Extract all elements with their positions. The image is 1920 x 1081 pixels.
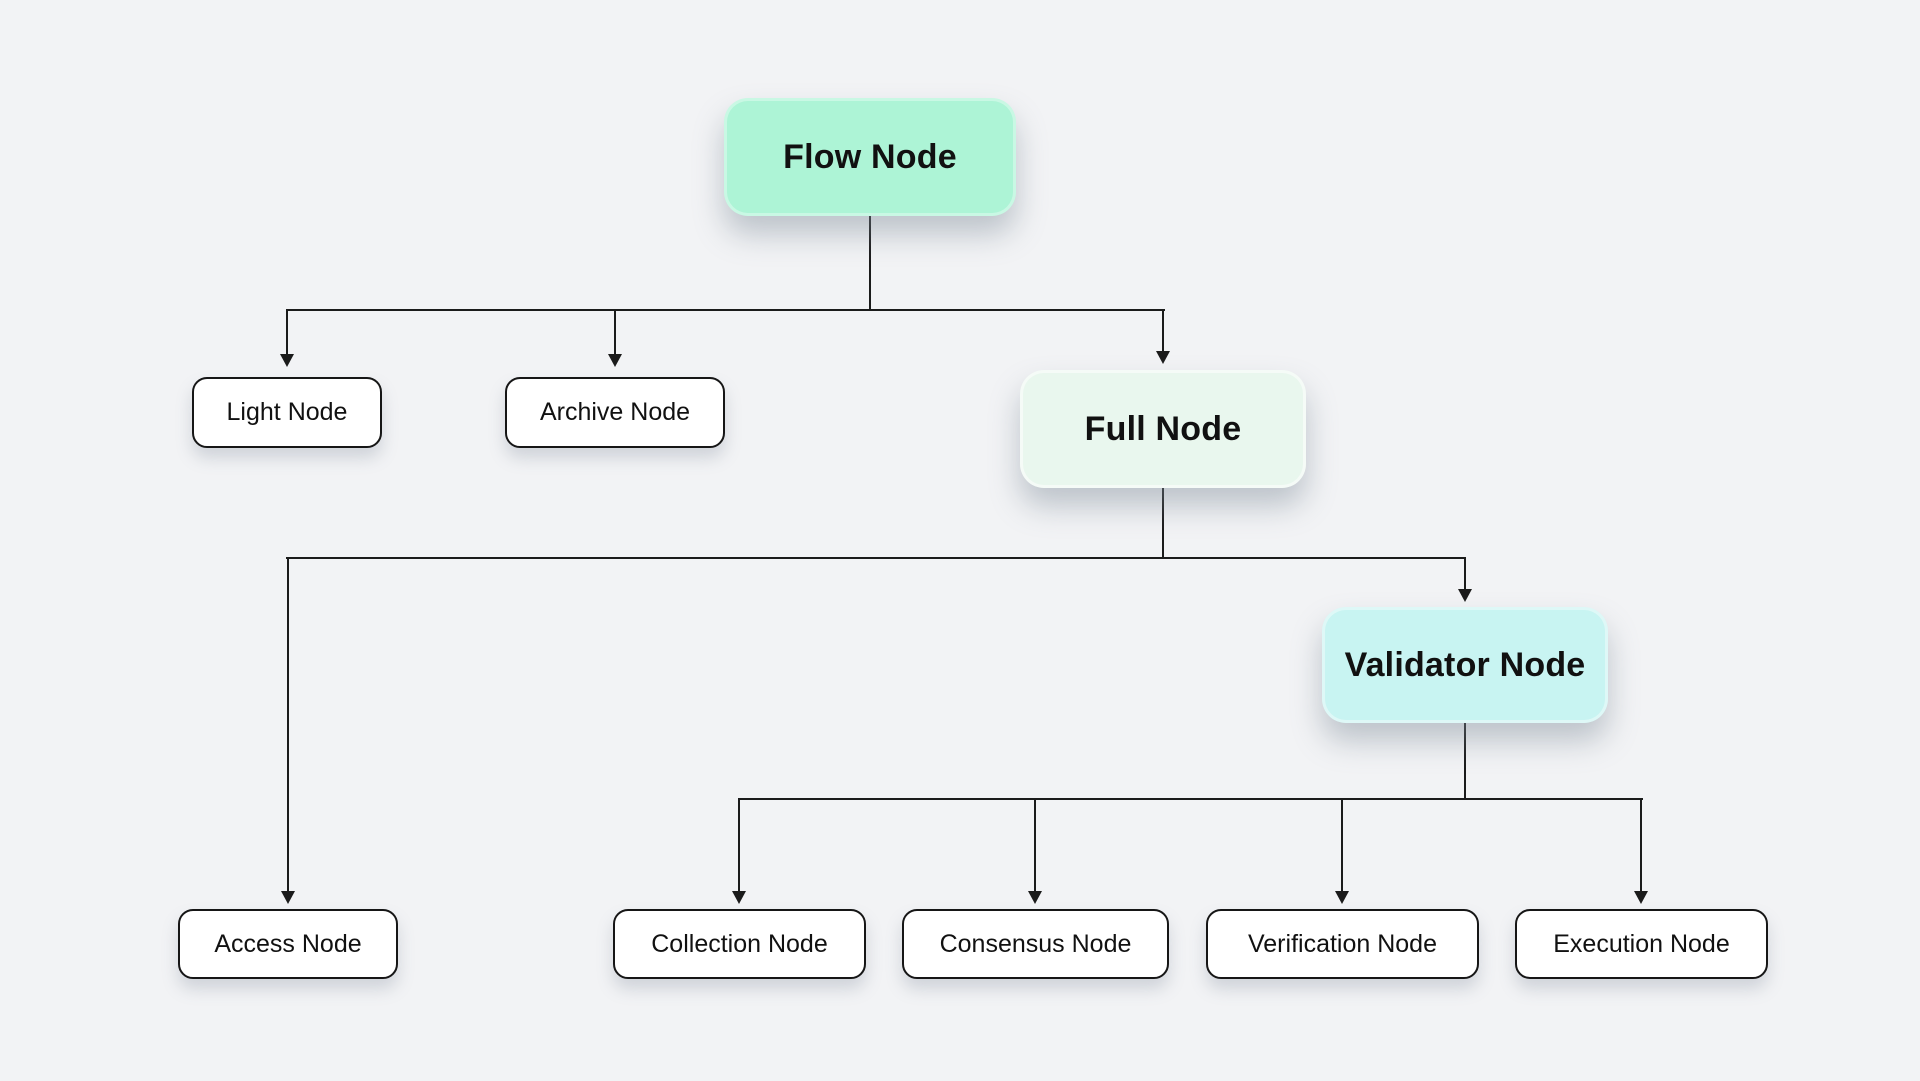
arrow-down-execution-icon (1634, 891, 1648, 904)
node-flow: Flow Node (724, 98, 1016, 216)
arrow-down-access-icon (281, 891, 295, 904)
connector-drop-execution (1640, 798, 1642, 891)
connector-full-stem (1162, 488, 1164, 558)
arrow-down-collection-icon (732, 891, 746, 904)
arrow-down-validator-icon (1458, 589, 1472, 602)
node-collection: Collection Node (613, 909, 866, 979)
connector-drop-full (1162, 309, 1164, 351)
connector-drop-light (286, 309, 288, 354)
connector-bus-level2 (286, 557, 1466, 559)
arrow-down-verification-icon (1335, 891, 1349, 904)
arrow-down-full-icon (1156, 351, 1170, 364)
node-execution: Execution Node (1515, 909, 1768, 979)
connector-drop-verification (1341, 798, 1343, 891)
connector-drop-access (287, 557, 289, 891)
node-light: Light Node (192, 377, 382, 448)
connector-validator-stem (1464, 723, 1466, 799)
connector-drop-consensus (1034, 798, 1036, 891)
connector-drop-archive (614, 309, 616, 354)
connector-bus-level1 (286, 309, 1165, 311)
node-full: Full Node (1020, 370, 1306, 488)
node-consensus: Consensus Node (902, 909, 1169, 979)
node-verification: Verification Node (1206, 909, 1479, 979)
node-access: Access Node (178, 909, 398, 979)
node-validator: Validator Node (1322, 607, 1608, 723)
arrow-down-light-icon (280, 354, 294, 367)
node-archive: Archive Node (505, 377, 725, 448)
connector-drop-collection (738, 798, 740, 891)
connector-bus-level3 (738, 798, 1643, 800)
connector-flow-stem (869, 216, 871, 310)
arrow-down-archive-icon (608, 354, 622, 367)
arrow-down-consensus-icon (1028, 891, 1042, 904)
connector-drop-validator (1464, 557, 1466, 589)
